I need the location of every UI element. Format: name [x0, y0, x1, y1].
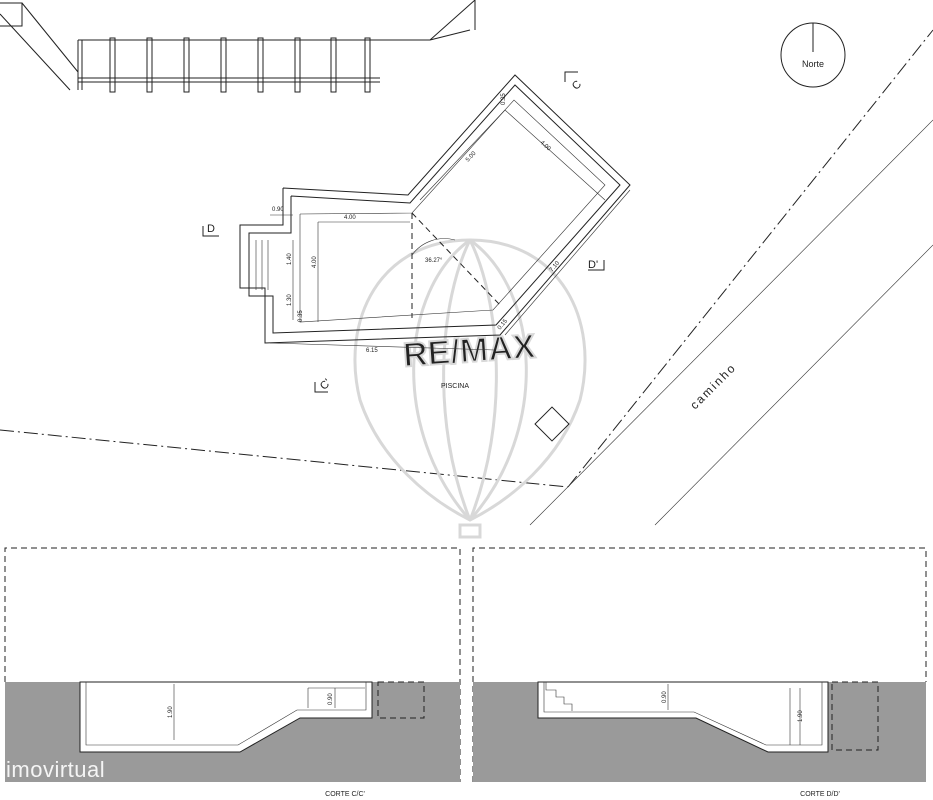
- property-boundaries: caminho: [0, 29, 933, 526]
- imovirtual-watermark: imovirtual: [6, 757, 106, 782]
- depth-d-deep: 1.90: [798, 710, 804, 722]
- north-arrow: Norte: [780, 22, 846, 88]
- section-c: 1.90 0.90 CORTE C/C': [4, 547, 461, 798]
- dim-4-00-top: 4.00: [344, 215, 356, 221]
- dim-6-15: 6.15: [366, 348, 378, 354]
- house-pergola: [0, 0, 476, 93]
- section-c-title: CORTE C/C': [325, 791, 365, 798]
- dim-1-30: 1.30: [287, 294, 293, 306]
- mark-c-bottom: C': [318, 377, 334, 393]
- dim-0-35-top: 0.35: [501, 93, 507, 105]
- pool-label: PISCINA: [441, 383, 469, 390]
- depth-c-shallow: 0.90: [328, 693, 334, 705]
- dim-1-40: 1.40: [287, 253, 293, 265]
- dim-4-00-vert: 4.00: [312, 256, 318, 268]
- mark-d-left: D: [207, 223, 215, 235]
- mark-d-right: D': [588, 259, 598, 271]
- dimensions: [269, 109, 631, 351]
- dim-4-00-diag: 4.00: [539, 140, 552, 153]
- path-label: caminho: [687, 360, 739, 412]
- dim-0-90: 0.90: [272, 207, 284, 213]
- north-label: Norte: [802, 59, 824, 69]
- depth-d-shallow: 0.90: [662, 691, 668, 703]
- watermark-text: RE/MAX: [402, 327, 537, 374]
- section-d: 0.90 1.90 CORTE D/D': [472, 547, 927, 798]
- dim-0-35: 0.35: [298, 310, 304, 322]
- mark-c-top: C: [570, 78, 584, 92]
- pergola-posts: [109, 37, 371, 93]
- dim-angle: 36.27°: [425, 258, 443, 264]
- pool-outline: [239, 74, 631, 442]
- section-d-title: CORTE D/D': [800, 791, 840, 798]
- depth-c-deep: 1.90: [168, 706, 174, 718]
- remax-watermark: RE/MAX: [353, 238, 587, 539]
